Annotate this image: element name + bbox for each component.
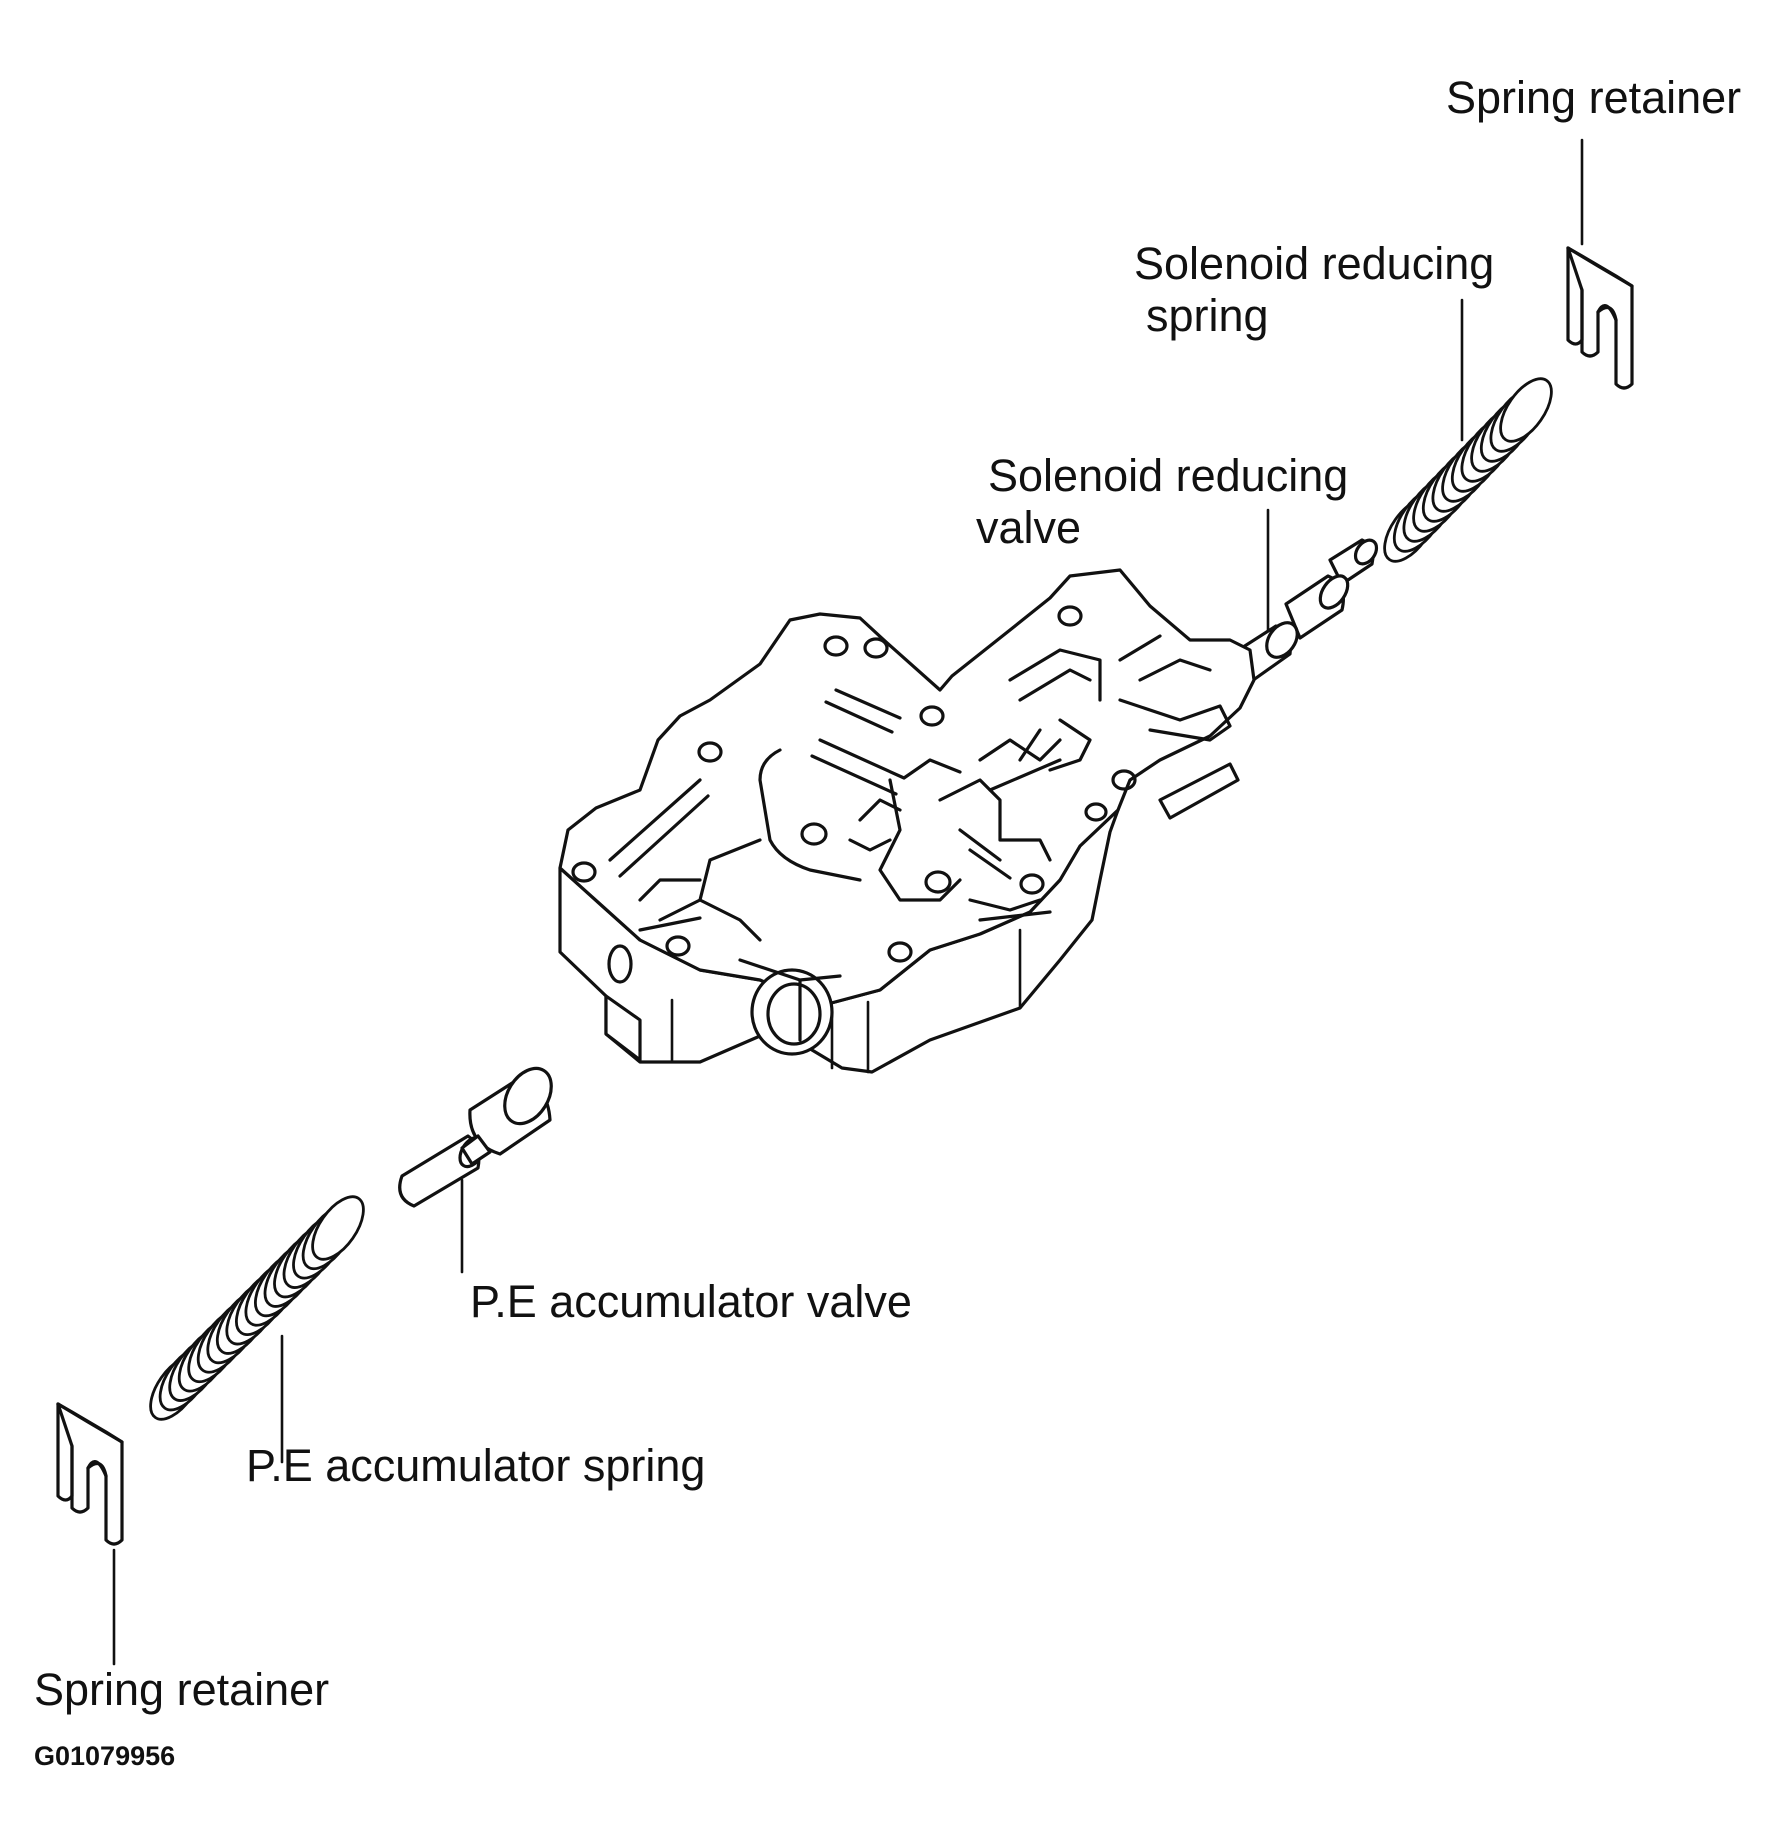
label-spring-retainer-bottom: Spring retainer [34,1664,330,1715]
label-solenoid-reducing-valve-2: valve [976,502,1082,553]
figure-code: G01079956 [34,1741,176,1771]
label-pe-accumulator-spring: P.E accumulator spring [246,1440,706,1491]
solenoid-reducing-spring [1383,298,1553,563]
pe-accumulator-valve [398,1066,553,1274]
label-pe-accumulator-valve: P.E accumulator valve [470,1276,912,1327]
solenoid-reducing-spring-coil [1499,377,1553,443]
label-solenoid-reducing-spring-2: spring [1146,290,1269,341]
label-spring-retainer-top: Spring retainer [1446,72,1742,123]
spring-retainer-top [1566,138,1634,390]
pe-accumulator-spring-coil [311,1195,365,1261]
label-solenoid-reducing-valve-1: Solenoid reducing [988,450,1349,501]
label-solenoid-reducing-spring-1: Solenoid reducing [1134,238,1495,289]
valve-body [558,568,1256,1074]
spring-retainer-bottom [56,1402,124,1666]
solenoid-reducing-valve [1222,508,1379,690]
pe-accumulator-spring [149,1195,365,1464]
